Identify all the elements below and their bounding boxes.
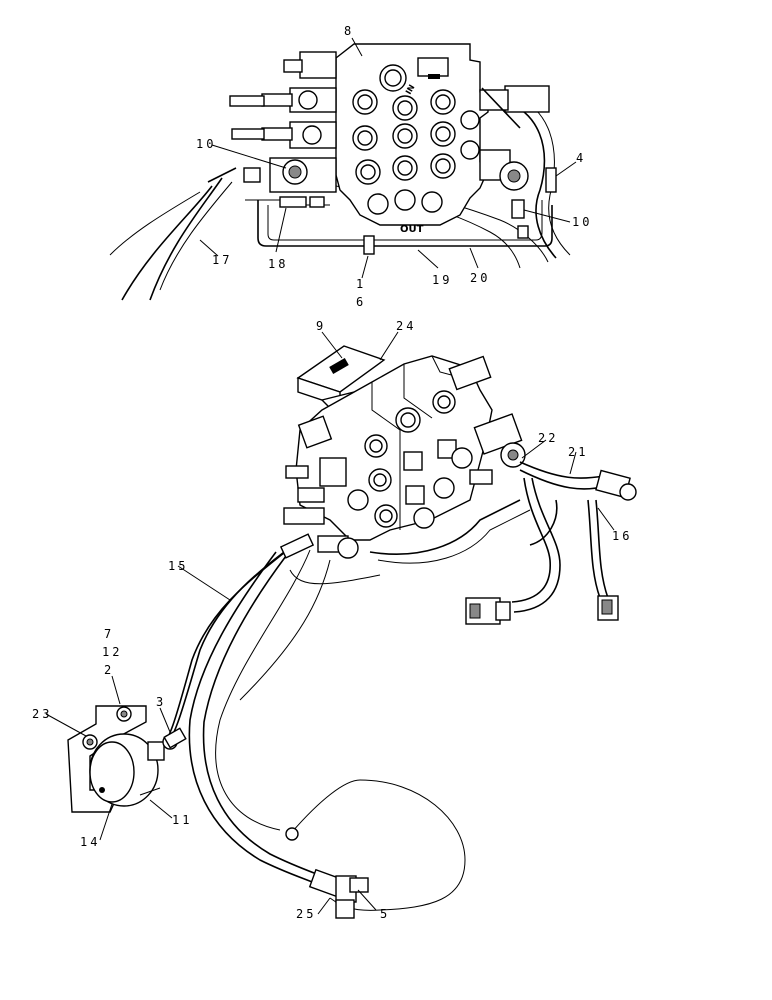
callout-18: 18: [268, 257, 288, 271]
callout-20: 20: [470, 271, 490, 285]
hoses-15: [159, 533, 381, 889]
callout-22: 22: [538, 431, 558, 445]
tube-19: [257, 200, 553, 247]
callout-8: 8: [344, 24, 354, 38]
callout-4: 4: [576, 151, 586, 165]
callout-17: 17: [212, 253, 232, 267]
callout-21: 21: [568, 445, 588, 459]
callout-6: 6: [356, 295, 366, 309]
callout-11: 11: [172, 813, 192, 827]
harness-connector-left: [465, 597, 511, 625]
callout-10-right: 10: [572, 215, 592, 229]
callout-25: 25: [296, 907, 316, 921]
callout-7: 7: [104, 627, 114, 641]
callout-14: 14: [80, 835, 100, 849]
callout-1: 1: [356, 277, 366, 291]
solenoid-right: [479, 85, 550, 191]
ground-wire: [291, 779, 466, 911]
iso-spools-left: [283, 415, 369, 525]
callout-2: 2: [104, 663, 114, 677]
valve-spools-left: [229, 51, 337, 193]
callout-5: 5: [380, 907, 390, 921]
callout-3: 3: [156, 695, 166, 709]
tube-20: [267, 200, 543, 241]
hose-17: [149, 177, 223, 301]
fittings-top: [207, 167, 557, 255]
isometric-valve-view: [159, 345, 637, 919]
harness-connector-right: [597, 595, 619, 621]
valve-out-marking: OUT: [400, 224, 424, 235]
accumulator-assembly: [67, 705, 187, 813]
callout-23: 23: [32, 707, 52, 721]
callout-19: 19: [432, 273, 452, 287]
valve-ports: [352, 64, 480, 215]
wiring-harness-21: [369, 461, 637, 613]
iso-solenoids: [317, 355, 526, 559]
elbow-fitting-5: [308, 868, 369, 919]
callout-labels: 8 10 4 10 17 18 1 6 19 20 9 24 22 21 16 …: [32, 24, 632, 921]
callout-12: 12: [102, 645, 122, 659]
nameplate: [417, 57, 449, 77]
leader-lines: [45, 37, 615, 915]
callout-15: 15: [168, 559, 188, 573]
valve-in-marking: IN: [404, 83, 417, 96]
callout-24: 24: [396, 319, 416, 333]
block-ports: [364, 390, 473, 529]
callout-16: 16: [612, 529, 632, 543]
top-valve-view: OUT IN: [109, 43, 571, 301]
callout-10-left: 10: [196, 137, 216, 151]
callout-9: 9: [316, 319, 326, 333]
ring-terminal: [285, 827, 299, 841]
